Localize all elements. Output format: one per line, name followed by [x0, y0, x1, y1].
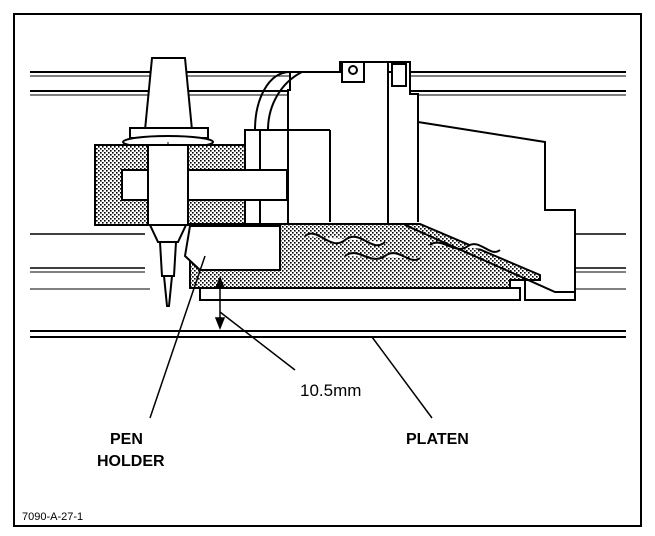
platen-label: PLATEN — [406, 431, 469, 448]
leader-lines — [149, 255, 433, 419]
support-rod — [199, 287, 521, 301]
dimension-arrow — [214, 275, 296, 371]
figure-id: 7090-A-27-1 — [22, 511, 83, 523]
pen-tip — [148, 224, 188, 307]
dimension-label: 10.5mm — [300, 381, 361, 400]
pen-cap — [122, 57, 214, 175]
figure-frame — [13, 13, 642, 527]
holder-block — [94, 129, 288, 226]
pen-holder — [183, 225, 281, 271]
pen-holder-label-line1: PEN — [110, 431, 143, 448]
pen-holder-label-line2: HOLDER — [97, 453, 165, 470]
platen — [30, 330, 626, 338]
